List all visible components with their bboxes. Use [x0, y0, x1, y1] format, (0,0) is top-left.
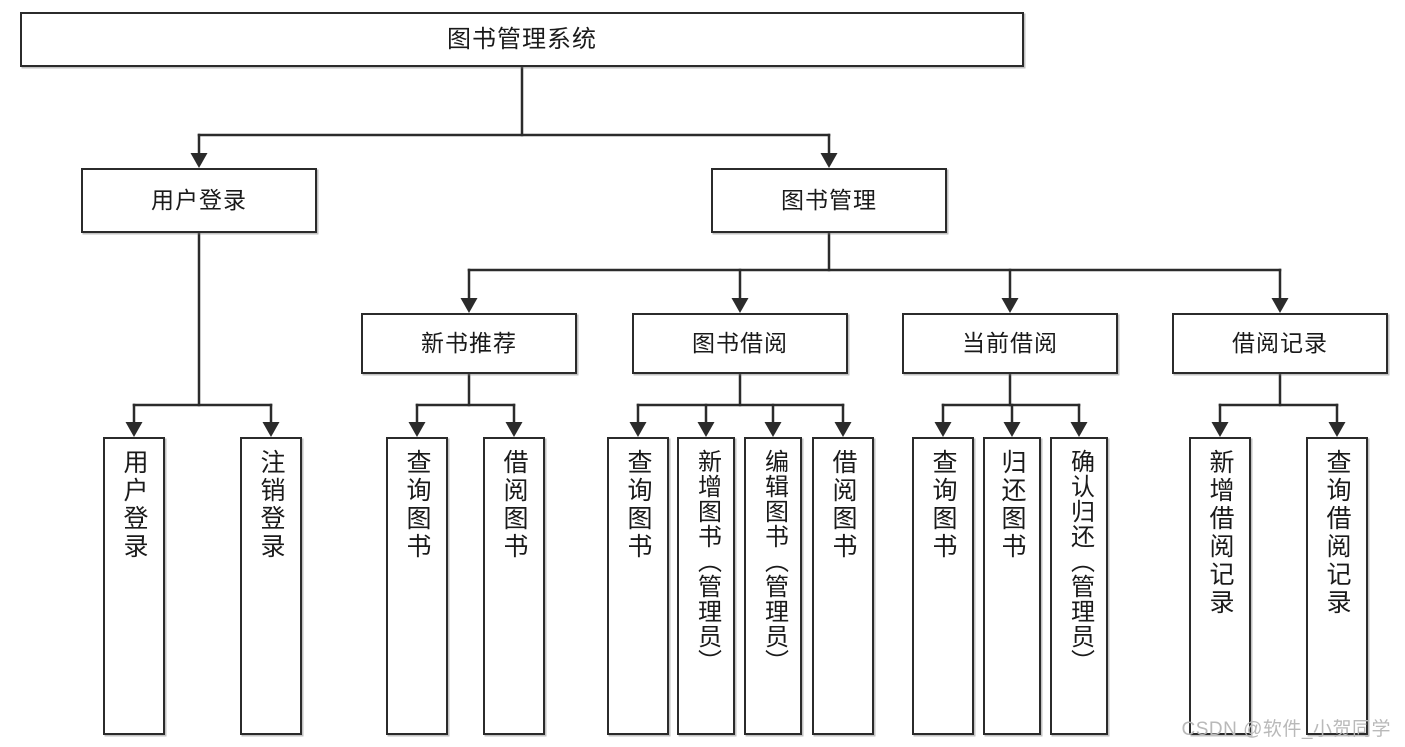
node-book-borrow-label: 图书借阅	[692, 330, 788, 357]
leaf-record-add-label: 新增借阅记录	[1206, 449, 1234, 617]
leaf-borrow-take-book[interactable]: 借阅图书	[812, 437, 874, 735]
node-book-manage-label: 图书管理	[781, 187, 877, 214]
leaf-borrow-edit-book-label: 编辑图书（管理员）	[760, 449, 788, 674]
leaf-borrow-query-book[interactable]: 查询图书	[607, 437, 669, 735]
node-borrow-record-label: 借阅记录	[1232, 330, 1328, 357]
leaf-record-query[interactable]: 查询借阅记录	[1306, 437, 1368, 735]
node-borrow-record[interactable]: 借阅记录	[1172, 313, 1388, 374]
leaf-record-add[interactable]: 新增借阅记录	[1189, 437, 1251, 735]
leaf-current-query-book-label: 查询图书	[929, 449, 957, 561]
leaf-user-logout[interactable]: 注销登录	[240, 437, 302, 735]
node-current-borrow-label: 当前借阅	[962, 330, 1058, 357]
node-current-borrow[interactable]: 当前借阅	[902, 313, 1118, 374]
leaf-borrow-edit-book[interactable]: 编辑图书（管理员）	[744, 437, 802, 735]
leaf-borrow-take-book-label: 借阅图书	[829, 449, 857, 561]
leaf-current-return-book[interactable]: 归还图书	[983, 437, 1041, 735]
leaf-user-login[interactable]: 用户登录	[103, 437, 165, 735]
node-user-login[interactable]: 用户登录	[81, 168, 317, 233]
leaf-borrow-add-book[interactable]: 新增图书（管理员）	[677, 437, 735, 735]
leaf-recommend-borrow-book-label: 借阅图书	[500, 449, 528, 561]
csdn-watermark: CSDN @软件_小贺同学	[1181, 719, 1391, 740]
leaf-current-return-book-label: 归还图书	[998, 449, 1026, 561]
leaf-recommend-borrow-book[interactable]: 借阅图书	[483, 437, 545, 735]
leaf-user-login-label: 用户登录	[120, 449, 148, 561]
leaf-record-query-label: 查询借阅记录	[1323, 449, 1351, 617]
node-new-book-recommend-label: 新书推荐	[421, 330, 517, 357]
leaf-recommend-query-book-label: 查询图书	[403, 449, 431, 561]
leaf-current-confirm-return[interactable]: 确认归还（管理员）	[1050, 437, 1108, 735]
leaf-current-query-book[interactable]: 查询图书	[912, 437, 974, 735]
leaf-borrow-add-book-label: 新增图书（管理员）	[693, 449, 721, 674]
node-root-label: 图书管理系统	[447, 25, 597, 53]
node-user-login-label: 用户登录	[151, 187, 247, 214]
leaf-user-logout-label: 注销登录	[257, 449, 285, 561]
node-root[interactable]: 图书管理系统	[20, 12, 1024, 67]
node-book-borrow[interactable]: 图书借阅	[632, 313, 848, 374]
leaf-recommend-query-book[interactable]: 查询图书	[386, 437, 448, 735]
leaf-current-confirm-return-label: 确认归还（管理员）	[1066, 449, 1094, 674]
leaf-borrow-query-book-label: 查询图书	[624, 449, 652, 561]
node-book-manage[interactable]: 图书管理	[711, 168, 947, 233]
node-new-book-recommend[interactable]: 新书推荐	[361, 313, 577, 374]
